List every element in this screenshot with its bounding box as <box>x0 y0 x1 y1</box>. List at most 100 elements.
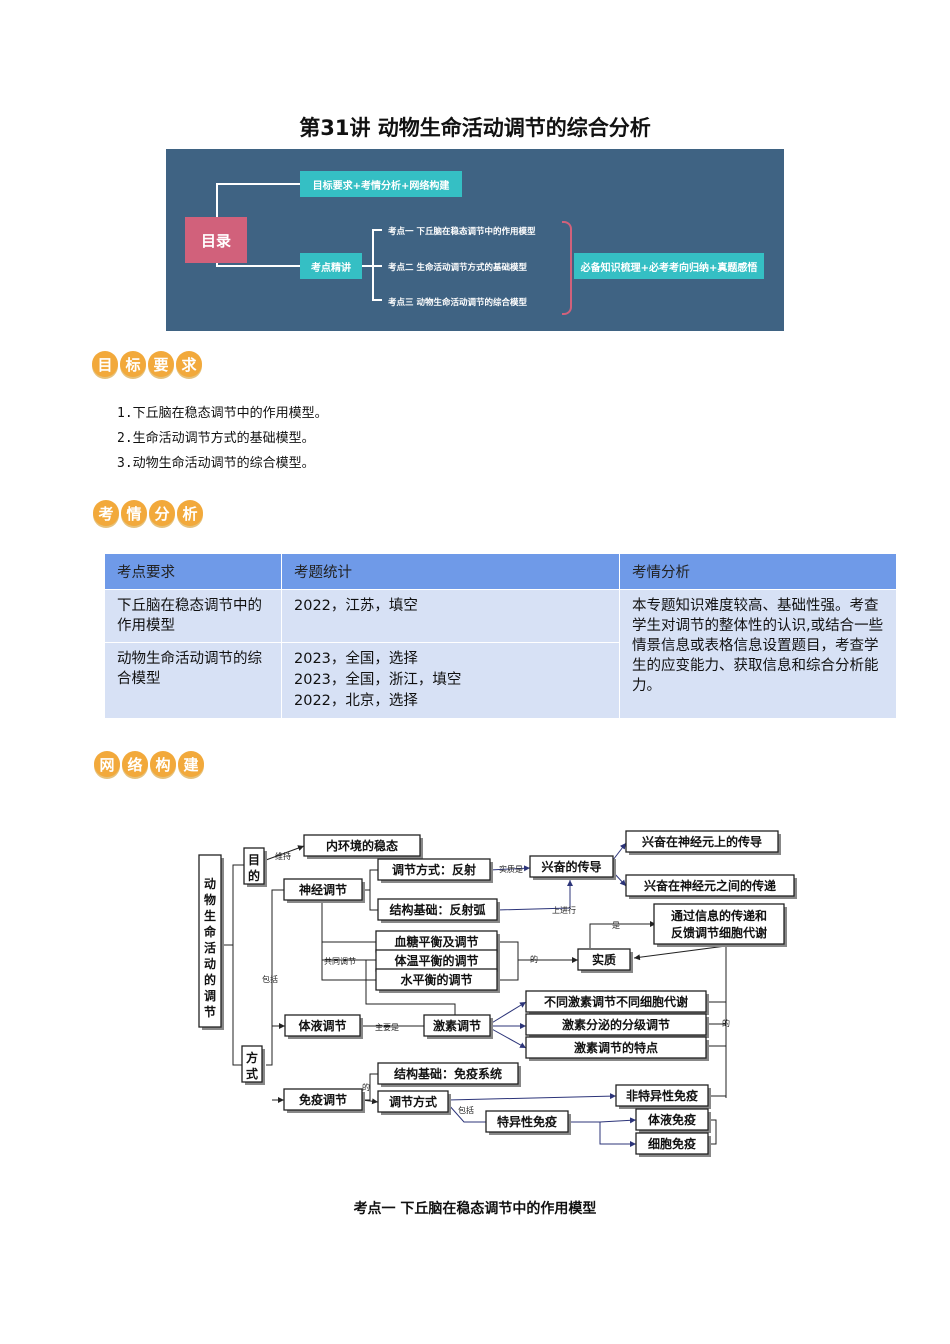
stat-line: 2022，北京，选择 <box>294 693 418 709</box>
node-h1[interactable]: 不同激素调节不同细胞代谢 <box>525 990 709 1015</box>
analysis-table: 考点要求 考题统计 考情分析 下丘脑在稳态调节中的作用模型 2022，江苏，填空… <box>104 553 897 719</box>
node-excite1[interactable]: 兴奋在神经元上的传导 <box>625 830 781 855</box>
toc-branch-2[interactable]: 考点精讲 <box>300 253 362 279</box>
stat-line: 2023，全国，浙江，填空 <box>294 672 462 688</box>
badge-char: 分 <box>149 500 175 526</box>
badge-char: 建 <box>178 751 204 777</box>
section-heading: 考点一 下丘脑在稳态调节中的作用模型 <box>353 1201 597 1217</box>
node-immune[interactable]: 免疫调节 <box>283 1088 365 1113</box>
network-badge: 网 络 构 建 <box>94 751 204 777</box>
node-excitation[interactable]: 兴奋的传导 <box>529 855 616 880</box>
node-label: 水平衡的调节 <box>400 972 472 987</box>
concept-map: 维持 实质是 上进行 共同调节 的 是 包括 主要是 的 的 包括 动物生命活动… <box>198 830 797 1157</box>
label-of-1: 的 <box>530 954 538 964</box>
badge-char: 求 <box>176 351 202 377</box>
page-title: 第31讲 动物生命活动调节的综合分析 <box>299 116 651 140</box>
toc-item-3[interactable]: 考点三 动物生命活动调节的综合模型 <box>388 298 527 308</box>
node-humoral-imm[interactable]: 体液免疫 <box>635 1108 711 1133</box>
requirement-1: 1.下丘脑在稳态调节中的作用模型。 <box>117 406 328 421</box>
label-of-3: 的 <box>362 1082 370 1092</box>
node-label: 激素分泌的分级调节 <box>562 1017 670 1032</box>
toc-root: 目录 <box>185 217 247 263</box>
table-header-row: 考点要求 考题统计 考情分析 <box>104 553 897 590</box>
table-header: 考点要求 <box>104 553 282 590</box>
table-header: 考情分析 <box>619 553 897 590</box>
node-h2[interactable]: 激素分泌的分级调节 <box>525 1013 709 1038</box>
toc-side: 必备知识梳理+必考考向归纳+真题感悟 <box>574 253 764 279</box>
badge-char: 考 <box>93 500 119 526</box>
requirement-2: 2.生命活动调节方式的基础模型。 <box>117 431 315 446</box>
table-cell: 动物生命活动调节的综合模型 <box>104 642 282 719</box>
table-cell: 2022，江苏，填空 <box>281 589 620 643</box>
node-immune-struct[interactable]: 结构基础：免疫系统 <box>377 1062 521 1087</box>
badge-char: 目 <box>92 351 118 377</box>
node-label: 细胞免疫 <box>648 1136 696 1151</box>
node-specific[interactable]: 特异性免疫 <box>485 1110 571 1135</box>
label-is: 是 <box>612 921 620 930</box>
table-header: 考题统计 <box>281 553 620 590</box>
node-cell-imm[interactable]: 细胞免疫 <box>635 1132 711 1157</box>
toc-item-2[interactable]: 考点二 生命活动调节方式的基础模型 <box>388 263 527 273</box>
node-structure[interactable]: 结构基础：反射弧 <box>377 898 500 923</box>
badge-char: 情 <box>121 500 147 526</box>
label-maintain: 维持 <box>275 851 291 861</box>
method-text: 方式 <box>246 1050 258 1081</box>
analysis-badge: 考 情 分 析 <box>93 500 203 526</box>
node-label: 体液免疫 <box>648 1112 696 1127</box>
node-label: 特异性免疫 <box>497 1114 557 1129</box>
node-label: 激素调节的特点 <box>574 1040 658 1055</box>
node-regulation-mode[interactable]: 调节方式：反射 <box>377 858 493 883</box>
label-mainly: 主要是 <box>375 1022 399 1032</box>
table-row: 下丘脑在稳态调节中的作用模型 2022，江苏，填空 本专题知识难度较高、基础性强… <box>104 589 897 719</box>
node-immune-mode[interactable]: 调节方式 <box>377 1090 451 1115</box>
badge-char: 标 <box>120 351 146 377</box>
node-label: 免疫调节 <box>299 1092 347 1107</box>
node-label: 血糖平衡及调节 <box>394 934 478 949</box>
node-label: 通过信息的传递和 <box>671 908 767 923</box>
node-essence[interactable]: 实质 <box>577 948 633 973</box>
node-label: 实质 <box>592 952 616 967</box>
node-hormone[interactable]: 激素调节 <box>423 1014 493 1039</box>
node-label: 结构基础：反射弧 <box>389 902 485 917</box>
node-nonspecific[interactable]: 非特异性免疫 <box>615 1084 711 1109</box>
stat-line: 2022，江苏，填空 <box>294 598 418 614</box>
table-cell: 2023，全国，选择 2023，全国，浙江，填空 2022，北京，选择 <box>281 642 620 719</box>
purpose-text: 目的 <box>248 853 260 883</box>
node-method[interactable] <box>241 1045 265 1085</box>
node-water[interactable]: 水平衡的调节 <box>375 968 500 993</box>
label-up: 上进行 <box>552 905 576 915</box>
label-of-2: 的 <box>722 1018 730 1028</box>
stat-line: 2023，全国，选择 <box>294 651 418 667</box>
node-label: 体温平衡的调节 <box>394 953 478 968</box>
node-label: 调节方式：反射 <box>392 862 476 877</box>
badge-char: 析 <box>177 500 203 526</box>
badge-char: 要 <box>148 351 174 377</box>
goals-badge: 目 标 要 求 <box>92 351 202 377</box>
node-homeostasis[interactable]: 内环境的稳态 <box>303 834 423 859</box>
table-cell: 下丘脑在稳态调节中的作用模型 <box>104 589 282 643</box>
node-purpose[interactable] <box>243 847 267 887</box>
node-label: 兴奋在神经元上的传导 <box>642 834 762 849</box>
node-label: 非特异性免疫 <box>626 1088 698 1103</box>
node-label: 反馈调节细胞代谢 <box>671 925 767 940</box>
toc-banner: 目录 目标要求+考情分析+网络构建 考点精讲 考点一 下丘脑在稳态调节中的作用模… <box>166 149 784 331</box>
node-label: 内环境的稳态 <box>326 838 398 853</box>
toc-item-1[interactable]: 考点一 下丘脑在稳态调节中的作用模型 <box>388 227 536 237</box>
requirement-3: 3.动物生命活动调节的综合模型。 <box>117 456 315 471</box>
node-humoral[interactable]: 体液调节 <box>284 1014 363 1039</box>
node-h3[interactable]: 激素调节的特点 <box>525 1036 709 1061</box>
table-cell-analysis: 本专题知识难度较高、基础性强。考查学生对调节的整体性的认识,或结合一些情景信息或… <box>619 589 897 719</box>
node-label: 兴奋的传导 <box>541 859 601 874</box>
node-label: 结构基础：免疫系统 <box>394 1066 502 1081</box>
toc-branch-1[interactable]: 目标要求+考情分析+网络构建 <box>300 171 462 197</box>
badge-char: 络 <box>122 751 148 777</box>
node-nervous[interactable]: 神经调节 <box>283 878 365 903</box>
table-row: 动物生命活动调节的综合模型 2023，全国，选择 2023，全国，浙江，填空 2… <box>104 642 897 719</box>
label-essence-is: 实质是 <box>499 864 523 874</box>
node-excite2[interactable]: 兴奋在神经元之间的传递 <box>625 874 797 899</box>
node-root[interactable] <box>198 854 224 1030</box>
node-label: 兴奋在神经元之间的传递 <box>644 878 776 893</box>
node-label: 不同激素调节不同细胞代谢 <box>544 994 688 1009</box>
